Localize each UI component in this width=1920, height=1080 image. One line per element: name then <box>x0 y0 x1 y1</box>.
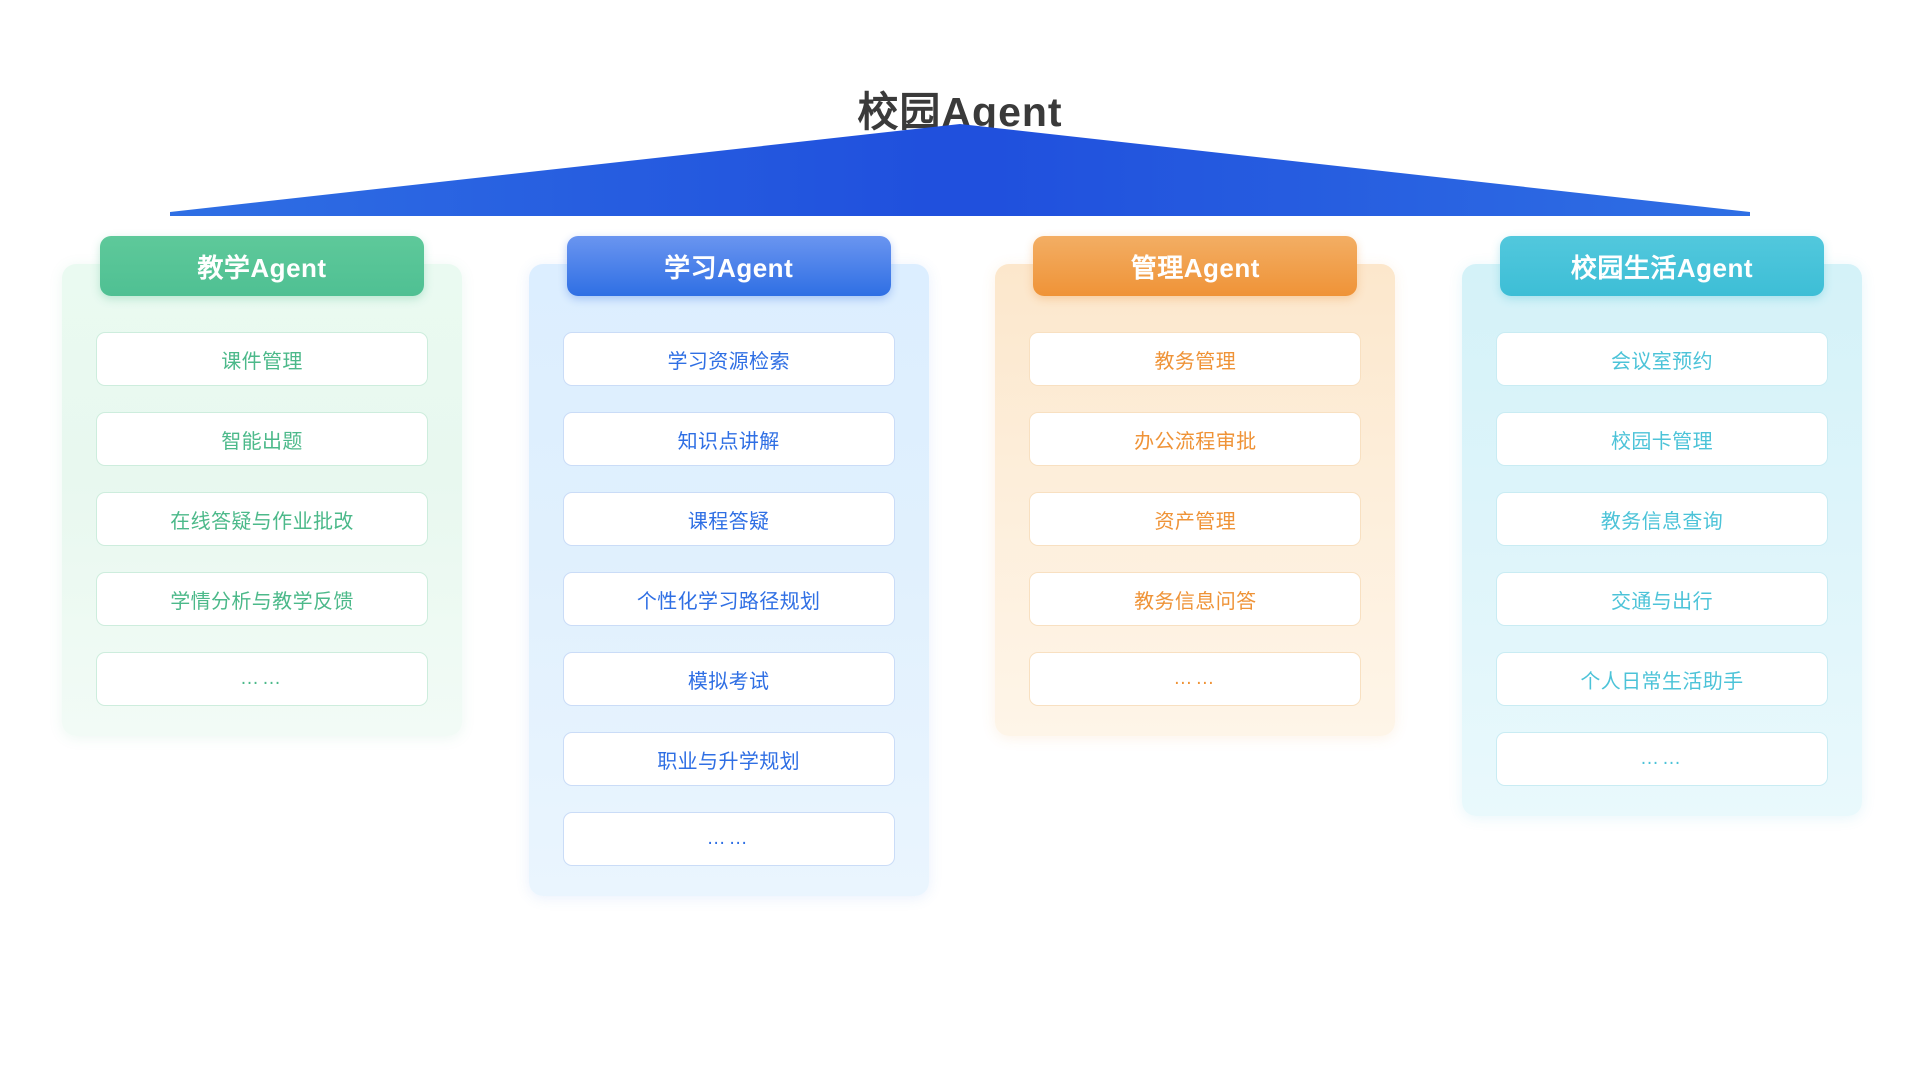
agent-column-teaching: 教学Agent 课件管理 智能出题 在线答疑与作业批改 学情分析与教学反馈 …… <box>62 236 462 736</box>
agent-columns: 教学Agent 课件管理 智能出题 在线答疑与作业批改 学情分析与教学反馈 ……… <box>62 236 1862 896</box>
list-item-more[interactable]: …… <box>1495 732 1828 786</box>
column-header-campus-life[interactable]: 校园生活Agent <box>1499 236 1824 296</box>
agent-column-campus-life: 校园生活Agent 会议室预约 校园卡管理 教务信息查询 交通与出行 个人日常生… <box>1461 236 1862 816</box>
column-header-teaching[interactable]: 教学Agent <box>100 236 424 296</box>
list-item[interactable]: 教务信息问答 <box>1029 572 1362 626</box>
list-item[interactable]: 学习资源检索 <box>562 332 895 386</box>
list-item-more[interactable]: …… <box>1029 652 1362 706</box>
agent-column-management: 管理Agent 教务管理 办公流程审批 资产管理 教务信息问答 …… <box>995 236 1396 736</box>
list-item[interactable]: 个人日常生活助手 <box>1495 652 1828 706</box>
list-item[interactable]: 办公流程审批 <box>1029 412 1362 466</box>
list-item[interactable]: 知识点讲解 <box>562 412 895 466</box>
list-item-more[interactable]: …… <box>96 652 428 706</box>
list-item[interactable]: 智能出题 <box>96 412 428 466</box>
list-item-more[interactable]: …… <box>562 812 895 866</box>
list-item[interactable]: 学情分析与教学反馈 <box>96 572 428 626</box>
list-item[interactable]: 会议室预约 <box>1495 332 1828 386</box>
list-item[interactable]: 模拟考试 <box>562 652 895 706</box>
list-item[interactable]: 资产管理 <box>1029 492 1362 546</box>
list-item[interactable]: 校园卡管理 <box>1495 412 1828 466</box>
agent-column-learning: 学习Agent 学习资源检索 知识点讲解 课程答疑 个性化学习路径规划 模拟考试… <box>528 236 929 896</box>
list-item[interactable]: 在线答疑与作业批改 <box>96 492 428 546</box>
roof-triangle <box>170 124 1750 216</box>
list-item[interactable]: 交通与出行 <box>1495 572 1828 626</box>
column-header-learning[interactable]: 学习Agent <box>566 236 891 296</box>
column-header-management[interactable]: 管理Agent <box>1033 236 1358 296</box>
list-item[interactable]: 教务信息查询 <box>1495 492 1828 546</box>
list-item[interactable]: 个性化学习路径规划 <box>562 572 895 626</box>
list-item[interactable]: 教务管理 <box>1029 332 1362 386</box>
list-item[interactable]: 职业与升学规划 <box>562 732 895 786</box>
list-item[interactable]: 课件管理 <box>96 332 428 386</box>
list-item[interactable]: 课程答疑 <box>562 492 895 546</box>
